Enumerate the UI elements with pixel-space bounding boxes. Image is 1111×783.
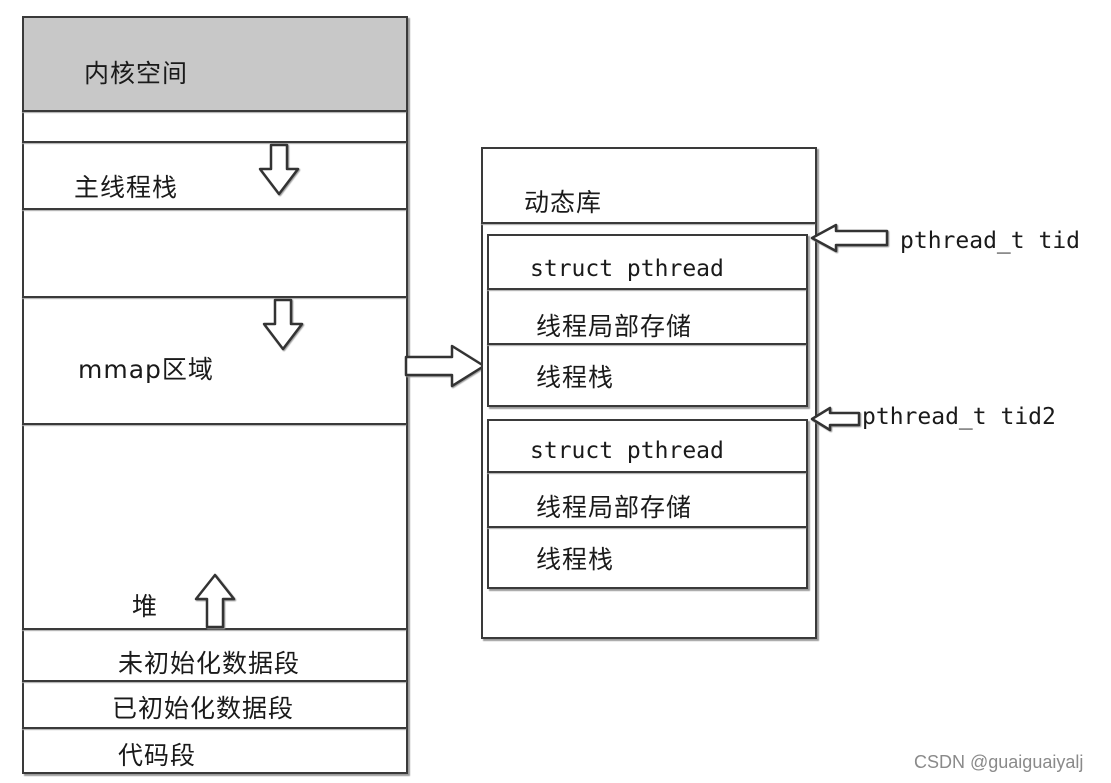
- divider: [22, 727, 406, 729]
- divider: [487, 343, 806, 345]
- kernel-space-label: 内核空间: [84, 59, 189, 88]
- tid2-pointer-arrow-icon: [810, 406, 861, 432]
- divider: [481, 222, 815, 224]
- main-thread-stack-label: 主线程栈: [74, 173, 179, 202]
- divider: [22, 110, 406, 112]
- mmap-grows-down-arrow-icon: [262, 298, 304, 351]
- divider: [487, 288, 806, 290]
- thread-stack-label: 线程栈: [536, 545, 615, 574]
- struct-pthread-label: struct pthread: [530, 256, 724, 282]
- mmap-to-library-arrow-icon: [404, 344, 486, 388]
- watermark: CSDN @guaiguaiyalj: [914, 752, 1084, 772]
- dynamic-library-title: 动态库: [524, 188, 603, 217]
- bss-segment-label: 未初始化数据段: [118, 649, 301, 678]
- data-segment-label: 已初始化数据段: [112, 694, 295, 723]
- divider: [487, 471, 806, 473]
- text-segment-label: 代码段: [118, 741, 197, 770]
- tid-pointer-arrow-icon: [810, 223, 889, 253]
- pthread-tid2-label: pthread_t tid2: [862, 404, 1056, 430]
- thread-block-1: [487, 234, 808, 407]
- divider: [22, 423, 406, 425]
- heap-grows-up-arrow-icon: [194, 573, 236, 629]
- divider: [22, 680, 406, 682]
- mmap-region-label: mmap区域: [78, 355, 214, 384]
- heap-label: 堆: [132, 592, 159, 621]
- struct-pthread-label: struct pthread: [530, 438, 724, 464]
- pthread-tid-label: pthread_t tid: [900, 228, 1081, 254]
- stack-grows-down-arrow-icon: [258, 143, 300, 196]
- thread-local-storage-label: 线程局部存储: [536, 312, 693, 341]
- divider: [487, 526, 806, 528]
- thread-block-2: [487, 419, 808, 589]
- divider: [22, 628, 406, 630]
- divider: [22, 296, 406, 298]
- divider: [22, 141, 406, 143]
- thread-local-storage-label: 线程局部存储: [536, 493, 693, 522]
- thread-stack-label: 线程栈: [536, 363, 615, 392]
- kernel-space-region: [24, 18, 406, 110]
- divider: [22, 208, 406, 210]
